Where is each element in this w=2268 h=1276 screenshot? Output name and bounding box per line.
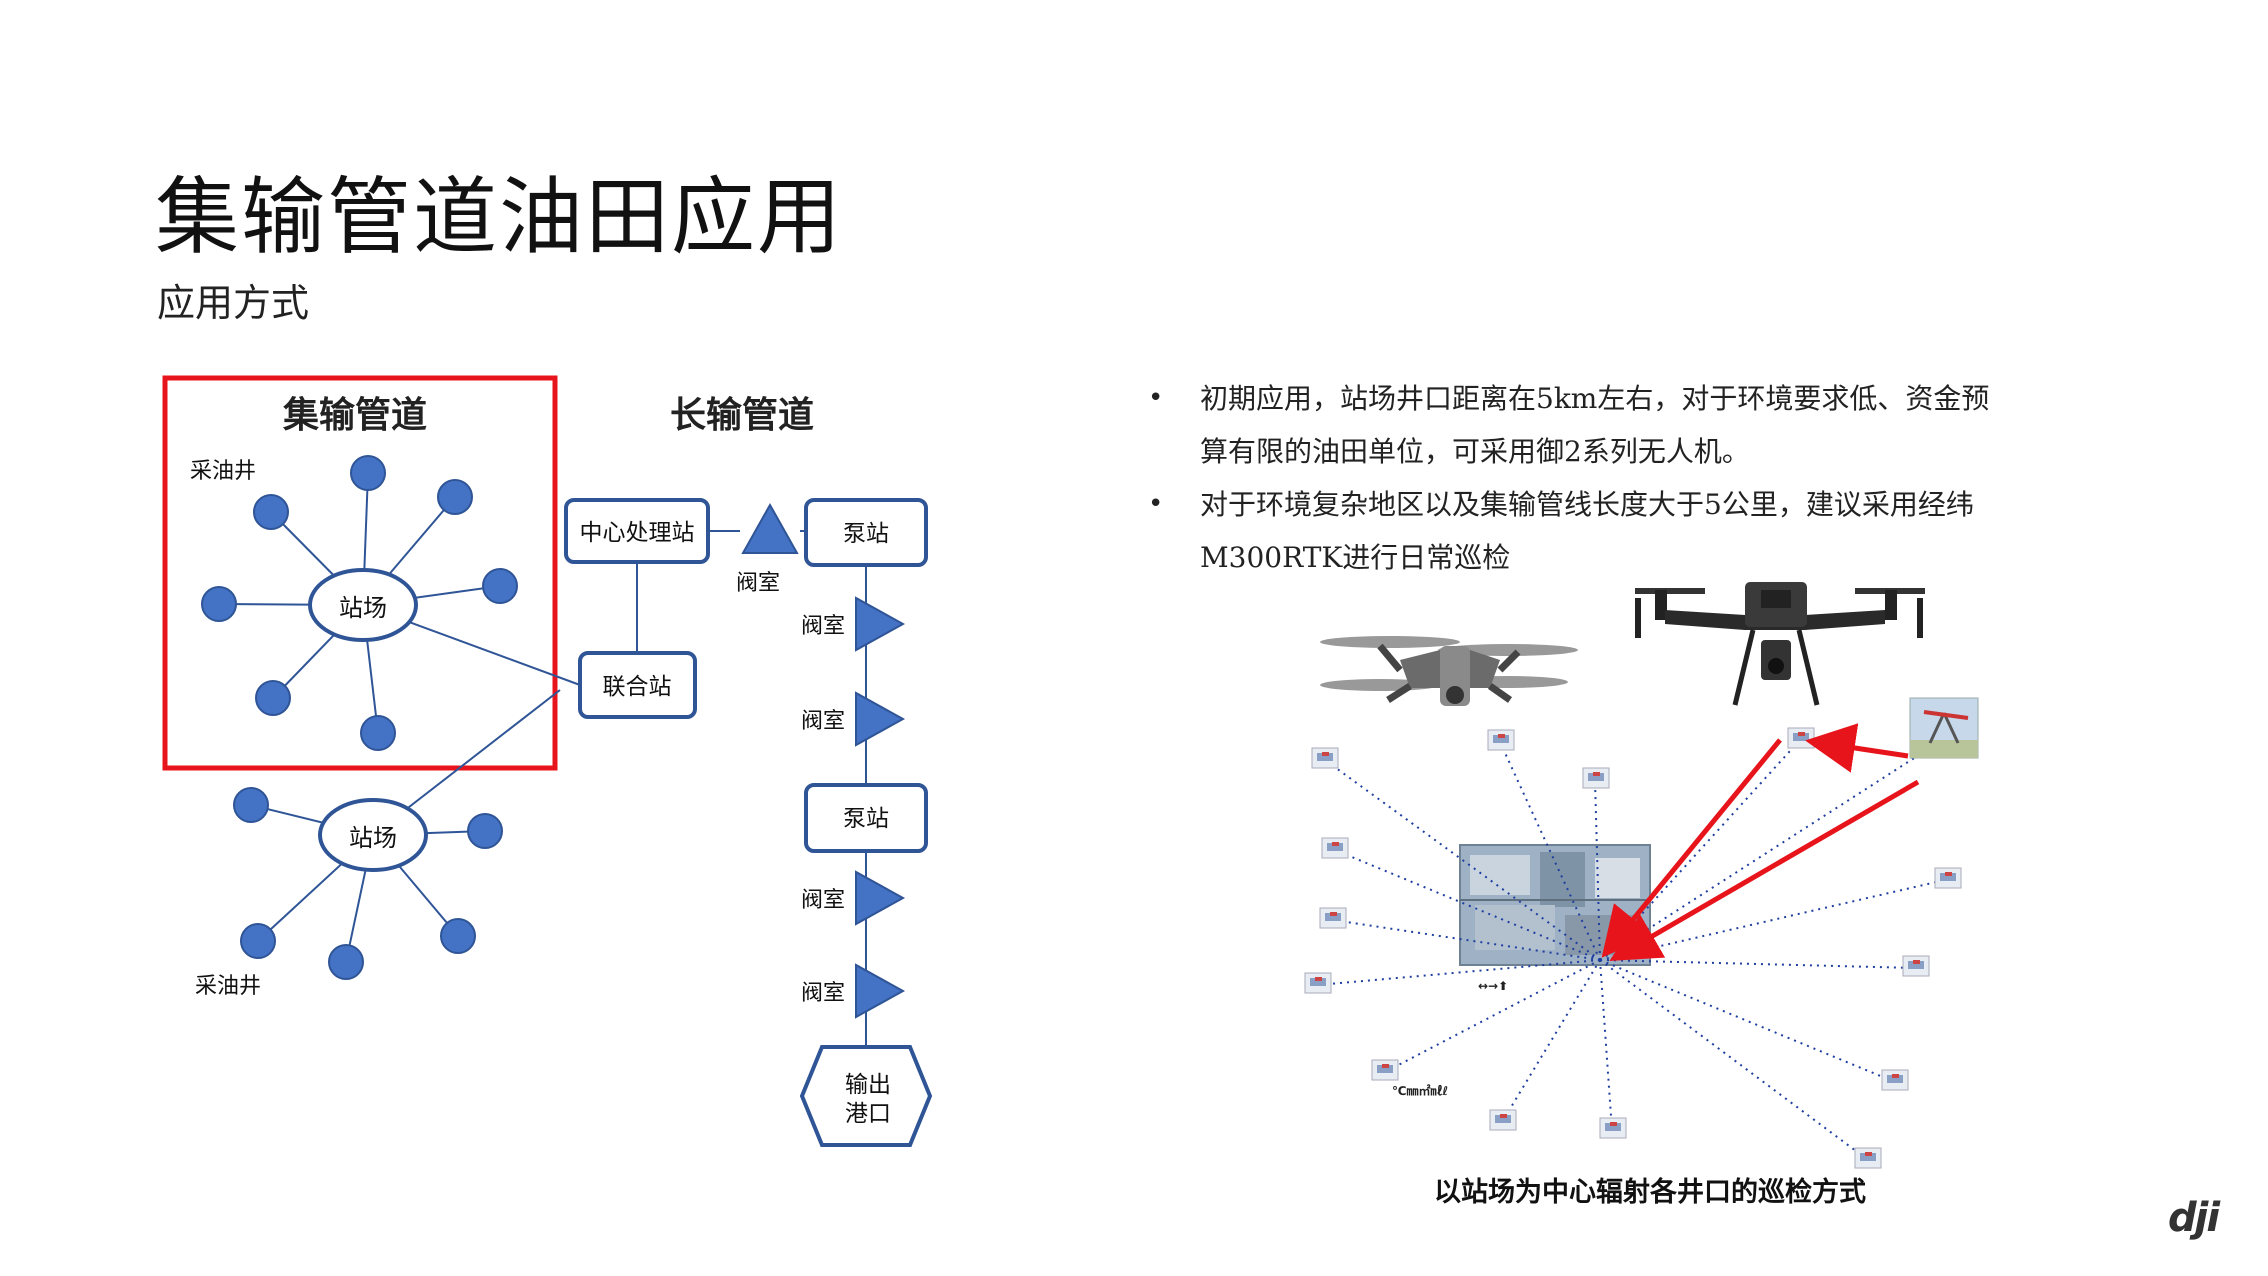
well-thumbnail bbox=[1311, 747, 1339, 769]
long-pipeline-title: 长输管道 bbox=[670, 395, 814, 436]
central-station-label: 中心处理站 bbox=[580, 520, 695, 546]
well-thumbnail bbox=[1881, 1069, 1909, 1091]
tiny-label-2: ℃㎜㎡㎖ℓ bbox=[1392, 1083, 1448, 1098]
valve-triangle-3 bbox=[855, 870, 906, 926]
port-label-line2: 港口 bbox=[845, 1101, 891, 1127]
well-thumbnail bbox=[1582, 767, 1610, 789]
dji-logo: dji bbox=[2168, 1195, 2220, 1241]
well-node bbox=[467, 813, 503, 849]
bullet-item-1: 初期应用，站场井口距离在5km左右，对于环境要求低、资金预 算有限的油田单位，可… bbox=[1148, 372, 2048, 478]
page-title: 集输管道油田应用 bbox=[155, 168, 844, 266]
well-thumbnail bbox=[1321, 837, 1349, 859]
well-thumbnail bbox=[1319, 907, 1347, 929]
pumpjack-image bbox=[1909, 697, 1979, 759]
flight-arrow-3 bbox=[1609, 779, 1920, 962]
port-label-line1: 输出 bbox=[845, 1072, 891, 1098]
top-well-nodes bbox=[201, 455, 518, 751]
mavic-drone-icon bbox=[1320, 636, 1578, 706]
oil-well-label-bottom: 采油井 bbox=[195, 974, 261, 999]
well-thumbnail bbox=[1371, 1059, 1399, 1081]
valve-triangle-2 bbox=[855, 691, 906, 747]
well-thumbnail bbox=[1854, 1147, 1882, 1169]
page-subtitle: 应用方式 bbox=[157, 281, 310, 325]
well-node bbox=[255, 680, 291, 716]
bullet-2-line-1: 对于环境复杂地区以及集输管线长度大于5公里，建议采用经纬 bbox=[1200, 488, 1974, 521]
pump-station-2 bbox=[804, 783, 928, 853]
well-thumbnail bbox=[1487, 729, 1515, 751]
well-node bbox=[201, 586, 237, 622]
well-node bbox=[253, 494, 289, 530]
tiny-label-1: ↔→⬆ bbox=[1478, 979, 1508, 993]
well-node bbox=[437, 479, 473, 515]
gathering-highlight-box bbox=[162, 375, 558, 771]
well-node bbox=[482, 568, 518, 604]
well-node bbox=[440, 918, 476, 954]
drone-flight-arrows bbox=[1601, 723, 1920, 962]
well-thumbnail bbox=[1489, 1109, 1517, 1131]
radial-diagram-caption: 以站场为中心辐射各井口的巡检方式 bbox=[1434, 1177, 1866, 1208]
station-node-bottom bbox=[318, 798, 428, 872]
well-thumbnail bbox=[1599, 1117, 1627, 1139]
station-node-top bbox=[308, 568, 418, 642]
well-node bbox=[328, 944, 364, 980]
well-thumbnail-icons bbox=[1304, 727, 1962, 1169]
output-port-hexagon bbox=[799, 1045, 933, 1147]
well-thumbnail bbox=[1934, 867, 1962, 889]
valve-label-top: 阀室 bbox=[736, 571, 780, 596]
oil-well-label-top: 采油井 bbox=[190, 459, 256, 484]
bullet-1-line-2: 算有限的油田单位，可采用御2系列无人机。 bbox=[1200, 435, 1750, 468]
gathering-pipeline-title: 集输管道 bbox=[282, 395, 427, 436]
valve-label-4: 阀室 bbox=[801, 981, 845, 1006]
valve-label-1: 阀室 bbox=[801, 614, 845, 639]
valve-triangle-1 bbox=[855, 596, 906, 652]
bullet-item-2: 对于环境复杂地区以及集输管线长度大于5公里，建议采用经纬 M300RTK进行日常… bbox=[1148, 478, 2048, 584]
well-node bbox=[360, 715, 396, 751]
valve-triangle-top bbox=[741, 502, 799, 554]
well-node bbox=[233, 787, 269, 823]
valve-label-3: 阀室 bbox=[801, 888, 845, 913]
well-node bbox=[240, 923, 276, 959]
joint-station-label: 联合站 bbox=[603, 674, 672, 700]
station-label-top: 站场 bbox=[339, 594, 387, 622]
joint-station bbox=[578, 651, 697, 719]
well-node bbox=[350, 455, 386, 491]
station-label-bottom: 站场 bbox=[349, 824, 397, 852]
flight-arrow-1 bbox=[1805, 723, 1909, 773]
pump-station-1-label: 泵站 bbox=[843, 521, 889, 547]
pump-station-1 bbox=[804, 498, 928, 567]
bottom-well-nodes bbox=[233, 787, 503, 980]
well-thumbnail bbox=[1787, 727, 1815, 749]
bullet-list: 初期应用，站场井口距离在5km左右，对于环境要求低、资金预 算有限的油田单位，可… bbox=[1148, 372, 2048, 584]
valve-triangle-4 bbox=[855, 963, 906, 1019]
m300-drone-icon bbox=[1635, 582, 1925, 706]
bullet-1-line-1: 初期应用，站场井口距离在5km左右，对于环境要求低、资金预 bbox=[1200, 382, 1990, 415]
well-thumbnail bbox=[1304, 972, 1332, 994]
pump-station-2-label: 泵站 bbox=[843, 806, 889, 832]
bullet-2-line-2: M300RTK进行日常巡检 bbox=[1200, 541, 1511, 574]
central-station-image bbox=[1459, 844, 1651, 966]
valve-label-2: 阀室 bbox=[801, 709, 845, 734]
well-thumbnail bbox=[1902, 955, 1930, 977]
central-processing-station bbox=[564, 498, 710, 564]
